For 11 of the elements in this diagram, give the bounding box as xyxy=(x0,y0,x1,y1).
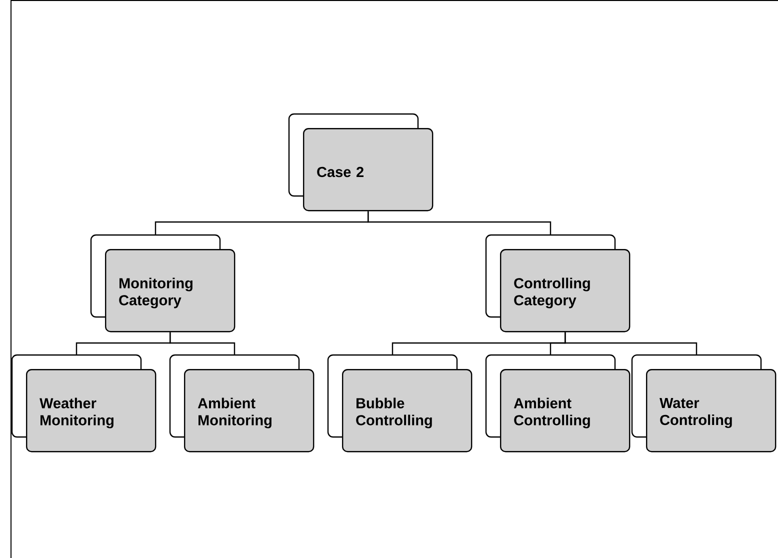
node-box: Controlling Category xyxy=(485,234,630,332)
node-box: Water Controling xyxy=(631,354,776,452)
node-box: Weather Monitoring xyxy=(11,354,156,452)
connector-line xyxy=(564,332,698,355)
node-box: Case 2 xyxy=(288,113,434,212)
node-box: Ambient Controlling xyxy=(485,354,630,452)
connector-line xyxy=(368,211,552,235)
connector-line xyxy=(170,332,236,355)
node-box: Ambient Monitoring xyxy=(169,354,314,452)
node-box: Bubble Controlling xyxy=(327,354,472,452)
node-box: Monitoring Category xyxy=(90,234,236,332)
